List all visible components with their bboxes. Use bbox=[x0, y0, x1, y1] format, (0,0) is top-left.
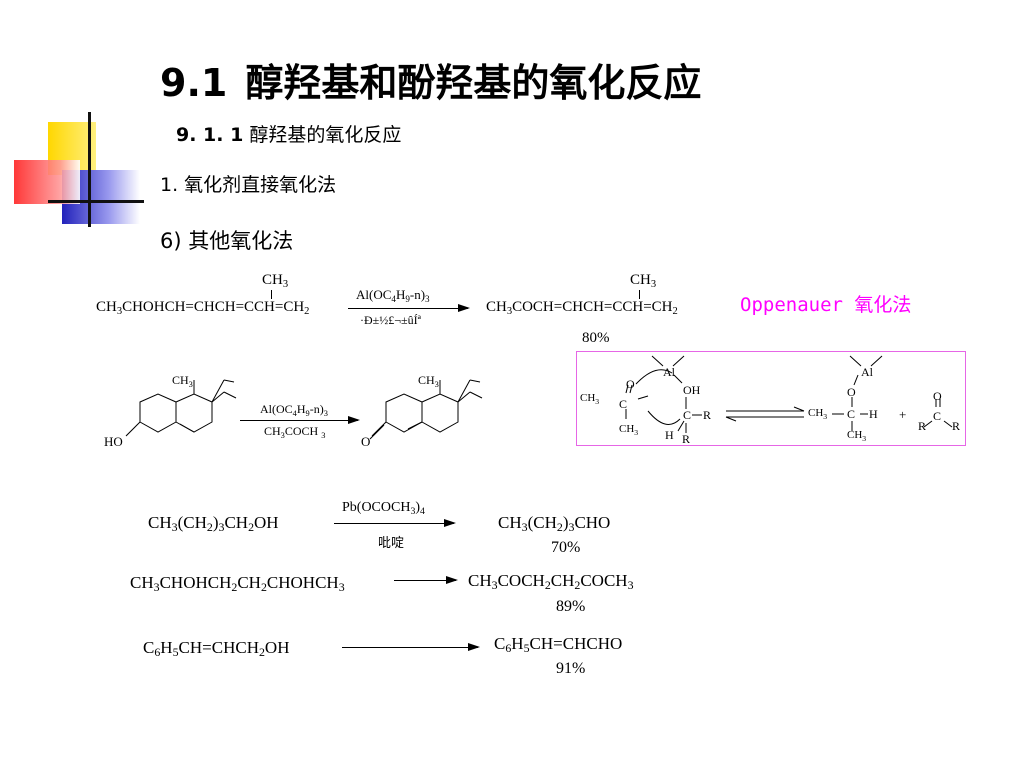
deco-red-block bbox=[14, 160, 80, 204]
mech-o-2: O bbox=[847, 385, 856, 399]
item-heading-2: 6) 其他氧化法 bbox=[160, 229, 294, 253]
r2-ch3-right: CH3 bbox=[418, 373, 439, 389]
mech-ch3-d: CH3 bbox=[847, 429, 867, 443]
mechanism-bonds bbox=[625, 355, 953, 433]
r5-product: C6H5CH=CHCHO bbox=[494, 634, 623, 655]
steroid-reactant bbox=[125, 379, 237, 437]
mech-c-d: C bbox=[933, 409, 942, 423]
r2-ho: HO bbox=[104, 434, 123, 449]
deco-horizontal-line bbox=[48, 200, 144, 203]
r2-reagent-top: Al(OC4H9-n)3 bbox=[260, 402, 328, 418]
deco-vertical-line bbox=[88, 112, 91, 227]
mech-ch3-b: CH3 bbox=[619, 423, 639, 437]
r5-arrow bbox=[342, 643, 480, 651]
r2-reagent-bottom: CH3COCH 3 bbox=[264, 424, 326, 440]
r1-reactant: CH3CHOHCH=CHCH=CCH=CH2 bbox=[96, 299, 310, 317]
mech-c-a: C bbox=[619, 397, 628, 411]
oppenauer-label: Oppenauer 氧化法 bbox=[740, 294, 912, 316]
r3-product: CH3(CH2)3CHO bbox=[498, 513, 611, 534]
r1-bond-left bbox=[271, 290, 272, 299]
mech-oh: OH bbox=[683, 383, 701, 397]
r1-yield: 80% bbox=[582, 330, 610, 346]
r5-reactant: C6H5CH=CHCH2OH bbox=[143, 638, 290, 659]
r3-yield: 70% bbox=[551, 539, 581, 556]
mech-c-b: C bbox=[683, 408, 692, 422]
r1-arrow bbox=[348, 304, 470, 312]
mech-al-1: Al bbox=[663, 365, 675, 379]
r1-ch3-top-left: CH3 bbox=[262, 272, 289, 290]
r2-arrow bbox=[240, 416, 360, 424]
r5-yield: 91% bbox=[556, 660, 586, 677]
mech-r-4: R bbox=[952, 419, 961, 433]
r4-arrow bbox=[394, 576, 458, 584]
r3-reagent-bottom: 吡啶 bbox=[378, 536, 405, 551]
r3-reagent-top: Pb(OCOCH3)4 bbox=[342, 500, 425, 517]
section-heading: 9. 1. 1 醇羟基的氧化反应 bbox=[176, 124, 402, 146]
r3-reactant: CH3(CH2)3CH2OH bbox=[148, 513, 279, 534]
mech-h: H bbox=[665, 428, 674, 442]
mech-plus: + bbox=[899, 407, 907, 422]
r1-reagent-top: Al(OC4H9-n)3 bbox=[356, 287, 430, 304]
steroid-product bbox=[369, 379, 483, 440]
r1-ch3-top-right: CH3 bbox=[630, 272, 657, 290]
r4-reactant: CH3CHOHCH2CH2CHOHCH3 bbox=[130, 573, 345, 594]
item-heading-1: 1. 氧化剂直接氧化法 bbox=[160, 174, 337, 196]
mech-al-2: Al bbox=[861, 365, 873, 379]
mech-o-1: O bbox=[626, 377, 635, 391]
r4-product: CH3COCH2CH2COCH3 bbox=[468, 571, 634, 592]
mech-h-2: H bbox=[869, 407, 878, 421]
r2-o: O bbox=[361, 434, 371, 449]
mech-ch3-a: CH3 bbox=[580, 392, 600, 406]
mech-r-2: R bbox=[682, 432, 691, 446]
r1-reagent-bottom: ·Ð±½£¬±ûÍª bbox=[360, 313, 421, 327]
mech-c-c: C bbox=[847, 407, 856, 421]
r1-bond-right bbox=[639, 290, 640, 299]
mech-r-3: R bbox=[918, 419, 927, 433]
r3-arrow bbox=[334, 519, 456, 527]
mech-ch3-c: CH3 bbox=[808, 407, 828, 421]
r2-ch3-left: CH3 bbox=[172, 373, 193, 389]
mechanism-box bbox=[576, 351, 966, 446]
mech-r-1: R bbox=[703, 408, 712, 422]
r4-yield: 89% bbox=[556, 598, 586, 615]
mech-o-3: O bbox=[933, 389, 942, 403]
r1-product: CH3COCH=CHCH=CCH=CH2 bbox=[486, 299, 678, 317]
